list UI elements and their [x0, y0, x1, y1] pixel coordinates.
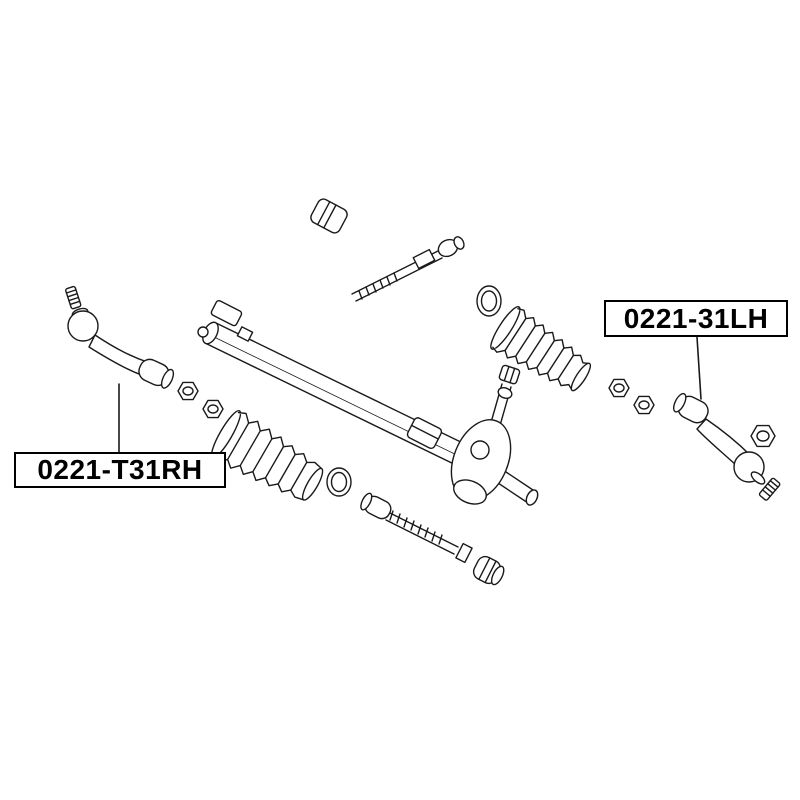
- part-number-label-right: 0221-31LH: [604, 300, 788, 337]
- tie-rod-end-right: [672, 392, 781, 501]
- steering-rack: [197, 299, 539, 506]
- boot-clamp-ring-upper: [476, 285, 502, 317]
- castle-nut-right: [750, 424, 776, 448]
- lock-nut-pair-left: [177, 381, 224, 419]
- pinion-housing: [450, 364, 521, 505]
- rack-boot-right: [490, 306, 592, 392]
- inner-tie-rod-upper: [351, 236, 465, 302]
- inner-tie-rod-lower: [360, 492, 505, 586]
- leader-line-right: [696, 336, 702, 400]
- tie-rod-end-left: [65, 285, 175, 389]
- lock-nut-pair-right: [608, 378, 655, 415]
- rack-boot-left: [210, 409, 324, 501]
- rack-mount-bushing: [310, 198, 348, 234]
- boot-clamp-ring-lower: [326, 467, 352, 497]
- part-number-label-left: 0221-T31RH: [14, 452, 226, 488]
